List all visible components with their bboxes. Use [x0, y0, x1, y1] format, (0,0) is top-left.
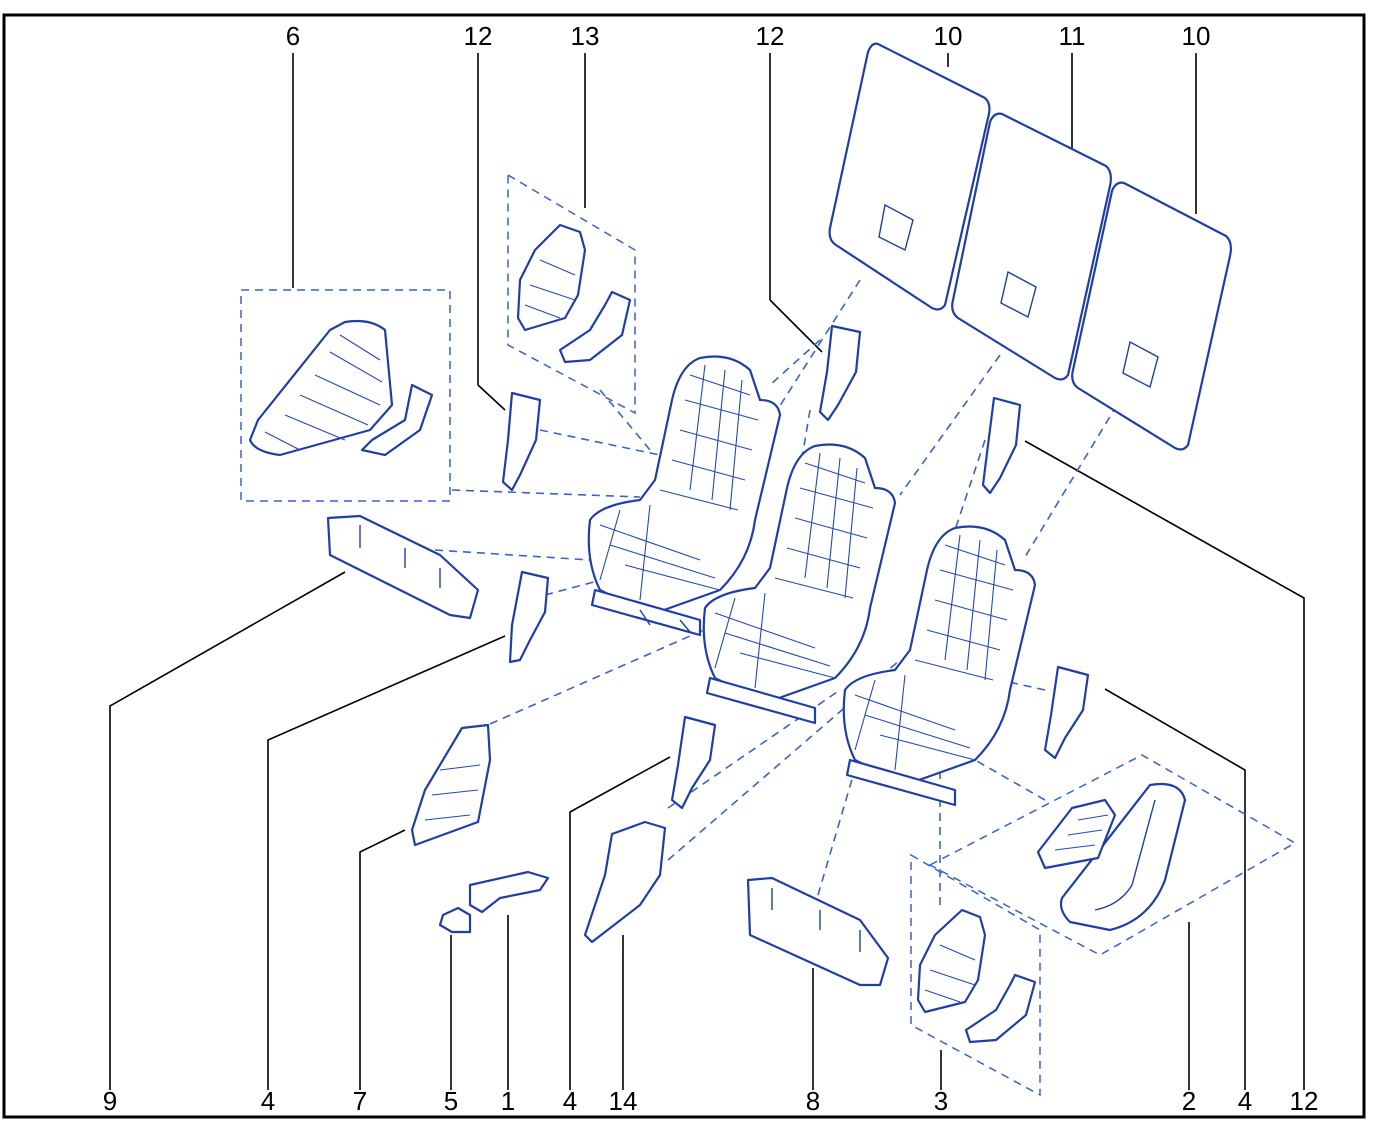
label-11: 11: [1059, 21, 1086, 51]
backrest-cover-10-right: [1071, 181, 1232, 451]
trim-panel-13: [516, 223, 632, 364]
leader-9: [109, 571, 346, 1090]
seat-1-left: [587, 355, 782, 637]
label-1: 1: [501, 1086, 515, 1116]
dashed-group-boxes: [240, 173, 1297, 1097]
group-box-13: [507, 173, 636, 415]
bracket-cover-4-left: [508, 570, 550, 664]
hinge-cover-12-center: [818, 324, 862, 422]
clip-part-1: [468, 870, 550, 914]
label-2: 2: [1182, 1086, 1196, 1116]
hinge-cover-12-left: [501, 391, 542, 492]
label-10-right: 10: [1182, 21, 1211, 51]
group-box-2: [928, 754, 1297, 956]
trim-panel-3: [916, 908, 1037, 1044]
group-box-3: [910, 853, 1041, 1097]
leader-12-top-left-d: [477, 384, 506, 411]
side-panel-7: [410, 723, 492, 847]
label-10-left: 10: [934, 21, 963, 51]
clip-part-5: [438, 906, 472, 934]
group-box-6: [240, 289, 451, 502]
label-5: 5: [444, 1086, 458, 1116]
lower-trim-parts: [326, 514, 1090, 987]
seat-2-center: [702, 443, 897, 725]
seat-3-right: [842, 525, 1037, 807]
leader-4-left: [267, 635, 506, 1090]
seat-back-panel-2: [1036, 782, 1187, 932]
side-trim-8: [746, 876, 890, 987]
bracket-cover-4-center: [670, 715, 717, 810]
label-6: 6: [286, 21, 300, 51]
hinge-cover-parts-12: [501, 324, 1022, 495]
leader-12-top-center-d: [769, 299, 823, 353]
label-4-left: 4: [261, 1086, 275, 1116]
seat-side-trim-6: [248, 319, 434, 457]
label-12-bottom: 12: [1290, 1086, 1319, 1116]
leader-7: [359, 829, 406, 1090]
hinge-cover-12-right: [981, 396, 1022, 495]
label-4-right: 4: [1238, 1086, 1252, 1116]
label-9: 9: [103, 1086, 117, 1116]
backrest-covers: [828, 42, 1232, 451]
label-8: 8: [806, 1086, 820, 1116]
label-12-top-left: 12: [464, 21, 493, 51]
leader-12-bottom: [1024, 440, 1305, 1090]
label-3: 3: [934, 1086, 948, 1116]
label-4-center: 4: [563, 1086, 577, 1116]
backrest-cover-10-left: [828, 42, 991, 311]
backrest-cover-11-center: [951, 112, 1112, 381]
trim-panel-14: [583, 820, 667, 944]
bracket-cover-4-right: [1043, 665, 1090, 760]
leader-4-right: [1104, 688, 1246, 1090]
label-7: 7: [353, 1086, 367, 1116]
label-12-top-center: 12: [756, 21, 785, 51]
label-14: 14: [609, 1086, 638, 1116]
leader-lines: [109, 53, 1305, 1090]
callout-labels: 6 12 13 12 10 11 10 9 4 7 5 1 4 14 8 3 2…: [103, 21, 1319, 1116]
label-13: 13: [571, 21, 600, 51]
side-trim-9: [326, 514, 480, 620]
leader-4-center: [569, 756, 671, 1090]
